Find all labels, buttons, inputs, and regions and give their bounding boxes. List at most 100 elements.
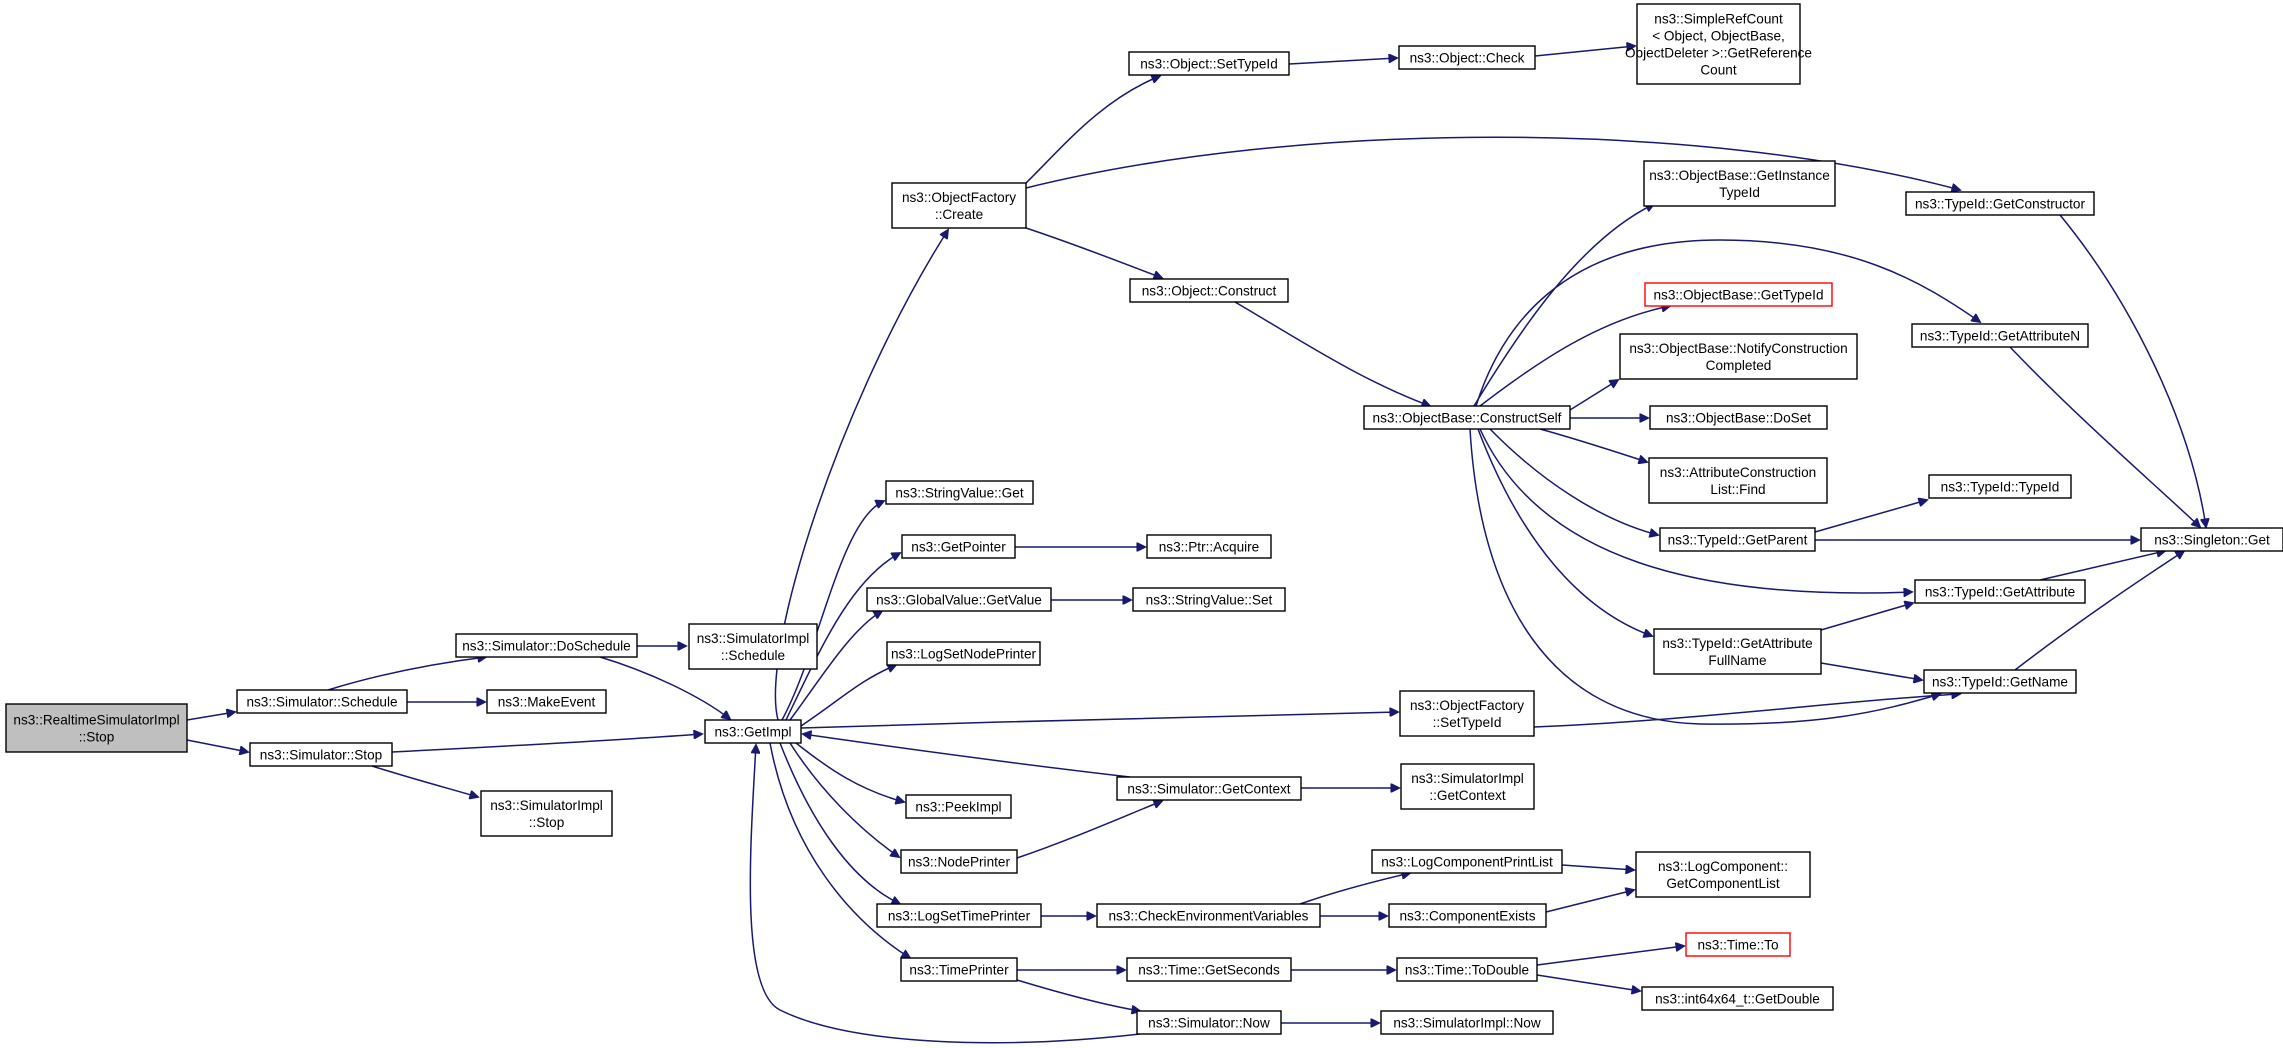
node-label-line: ::SetTypeId bbox=[1433, 715, 1502, 730]
node-label-line: ns3::Simulator::DoSchedule bbox=[462, 639, 631, 654]
node-time-todouble[interactable]: ns3::Time::ToDouble bbox=[1396, 957, 1538, 982]
node-schedule[interactable]: ns3::Simulator::Schedule bbox=[236, 689, 408, 714]
edge-getimpl-to-getpointer bbox=[785, 553, 900, 721]
node-getpointer[interactable]: ns3::GetPointer bbox=[901, 534, 1016, 559]
node-stop[interactable]: ns3::Simulator::Stop bbox=[249, 742, 393, 767]
node-box bbox=[1371, 849, 1563, 874]
edge-root-to-schedule bbox=[186, 712, 235, 721]
node-simimpl-getcontext[interactable]: ns3::SimulatorImpl::GetContext bbox=[1400, 763, 1535, 810]
edge-objfactory_create-to-object_construct bbox=[1025, 227, 1162, 278]
node-sim-now[interactable]: ns3::Simulator::Now bbox=[1136, 1010, 1282, 1035]
node-ptr-acquire[interactable]: ns3::Ptr::Acquire bbox=[1146, 534, 1272, 559]
edge-typeid_getattributefullname-to-typeid_getname bbox=[1820, 662, 1922, 680]
node-label-line: ::Stop bbox=[529, 815, 565, 830]
node-box bbox=[905, 794, 1012, 819]
edge-componentexists-to-logcomponent_getlist bbox=[1545, 890, 1634, 913]
edge-logcomponentprintlist-to-logcomponent_getlist bbox=[1561, 864, 1634, 870]
node-stringvalue-get[interactable]: ns3::StringValue::Get bbox=[885, 480, 1034, 505]
node-label-line: ns3::SimpleRefCount bbox=[1654, 12, 1783, 27]
node-root[interactable]: ns3::RealtimeSimulatorImpl::Stop bbox=[5, 703, 188, 753]
node-logsettimeprinter[interactable]: ns3::LogSetTimePrinter bbox=[876, 903, 1042, 928]
node-objfactory-create[interactable]: ns3::ObjectFactory::Create bbox=[891, 182, 1027, 229]
node-int64x64-getdouble[interactable]: ns3::int64x64_t::GetDouble bbox=[1641, 986, 1834, 1011]
node-label-line: ns3::TypeId::TypeId bbox=[1941, 480, 2060, 495]
node-simplerefcount[interactable]: ns3::SimpleRefCount< Object, ObjectBase,… bbox=[1625, 3, 1812, 85]
node-box bbox=[1136, 1010, 1282, 1035]
node-makeevent[interactable]: ns3::MakeEvent bbox=[486, 689, 607, 714]
node-object-check[interactable]: ns3::Object::Check bbox=[1398, 45, 1536, 70]
node-label-line: ns3::TimePrinter bbox=[909, 963, 1009, 978]
edge-typeid_getname-to-singleton_get bbox=[2014, 551, 2184, 671]
node-checkenv[interactable]: ns3::CheckEnvironmentVariables bbox=[1096, 903, 1321, 928]
node-label-line: ns3::TypeId::GetConstructor bbox=[1915, 197, 2085, 212]
node-box bbox=[236, 689, 408, 714]
node-logcomponent-getlist[interactable]: ns3::LogComponent::GetComponentList bbox=[1635, 851, 1811, 898]
node-label-line: Completed bbox=[1706, 358, 1772, 373]
node-label-line: ns3::TypeId::GetParent bbox=[1668, 533, 1808, 548]
node-nodeprinter[interactable]: ns3::NodePrinter bbox=[900, 849, 1018, 874]
node-ob-gettypeid[interactable]: ns3::ObjectBase::GetTypeId bbox=[1644, 282, 1833, 307]
node-logcomponentprintlist[interactable]: ns3::LogComponentPrintList bbox=[1371, 849, 1563, 874]
node-label-line: ::GetContext bbox=[1429, 788, 1506, 803]
node-box bbox=[1146, 534, 1272, 559]
node-box bbox=[1636, 3, 1801, 85]
node-time-to[interactable]: ns3::Time::To bbox=[1685, 932, 1791, 957]
node-box bbox=[1400, 763, 1535, 810]
node-getimpl[interactable]: ns3::GetImpl bbox=[704, 719, 802, 744]
node-ob-doset[interactable]: ns3::ObjectBase::DoSet bbox=[1649, 405, 1828, 430]
node-label-line: ns3::SimulatorImpl bbox=[490, 798, 603, 813]
node-label-line: ns3::Simulator::Now bbox=[1148, 1016, 1270, 1031]
edge-stop-to-getimpl bbox=[391, 734, 702, 753]
edge-typeid_getconstructor-to-singleton_get bbox=[2059, 214, 2206, 527]
node-object-construct[interactable]: ns3::Object::Construct bbox=[1129, 278, 1289, 303]
node-typeid-getparent[interactable]: ns3::TypeId::GetParent bbox=[1659, 527, 1816, 552]
node-box bbox=[1129, 278, 1289, 303]
node-stringvalue-set[interactable]: ns3::StringValue::Set bbox=[1132, 587, 1286, 612]
node-typeid-getconstructor[interactable]: ns3::TypeId::GetConstructor bbox=[1905, 191, 2095, 216]
node-box bbox=[1380, 1010, 1554, 1035]
node-peekimpl[interactable]: ns3::PeekImpl bbox=[905, 794, 1012, 819]
node-notifyconstruction[interactable]: ns3::ObjectBase::NotifyConstructionCompl… bbox=[1619, 333, 1858, 380]
node-box bbox=[1928, 474, 2072, 499]
edge-getimpl-to-nodeprinter bbox=[789, 742, 899, 857]
node-typeid-getattribute[interactable]: ns3::TypeId::GetAttribute bbox=[1914, 579, 2086, 604]
edge-getimpl-to-stringvalue_get bbox=[781, 501, 884, 721]
node-typeid-getname[interactable]: ns3::TypeId::GetName bbox=[1923, 669, 2077, 694]
node-label-line: ns3::ObjectBase::NotifyConstruction bbox=[1629, 341, 1847, 356]
edge-constructself-to-notifyconstruction bbox=[1569, 380, 1618, 411]
edge-constructself-to-typeid_getparent bbox=[1489, 428, 1658, 535]
node-singleton-get[interactable]: ns3::Singleton::Get bbox=[2140, 527, 2283, 552]
edge-schedule-to-doschedule bbox=[327, 657, 486, 691]
node-sim-getcontext[interactable]: ns3::Simulator::GetContext bbox=[1116, 776, 1302, 801]
node-simimpl-schedule[interactable]: ns3::SimulatorImpl::Schedule bbox=[688, 623, 818, 670]
node-label-line: ns3::LogComponent:: bbox=[1658, 859, 1788, 874]
node-label-line: ::Schedule bbox=[721, 648, 785, 663]
node-objfactory-settypeid[interactable]: ns3::ObjectFactory::SetTypeId bbox=[1399, 690, 1535, 737]
node-label-line: ns3::ObjectBase::ConstructSelf bbox=[1373, 411, 1562, 426]
node-globalvalue-getvalue[interactable]: ns3::GlobalValue::GetValue bbox=[866, 587, 1052, 612]
node-label-line: ns3::NodePrinter bbox=[908, 855, 1010, 870]
node-typeid-getattributen[interactable]: ns3::TypeId::GetAttributeN bbox=[1911, 323, 2089, 348]
node-simimpl-stop[interactable]: ns3::SimulatorImpl::Stop bbox=[480, 790, 613, 837]
node-logsetnodeprinter[interactable]: ns3::LogSetNodePrinter bbox=[886, 641, 1041, 666]
node-simimpl-now[interactable]: ns3::SimulatorImpl::Now bbox=[1380, 1010, 1554, 1035]
node-typeid-typeid[interactable]: ns3::TypeId::TypeId bbox=[1928, 474, 2072, 499]
node-constructself[interactable]: ns3::ObjectBase::ConstructSelf bbox=[1363, 405, 1571, 430]
node-label-line: ns3::Object::Construct bbox=[1142, 284, 1277, 299]
node-label-line: ns3::TypeId::GetName bbox=[1932, 675, 2068, 690]
edge-object_settypeid-to-object_check bbox=[1288, 58, 1397, 65]
edge-nodeprinter-to-sim_getcontext bbox=[1016, 801, 1162, 859]
node-label-line: < Object, ObjectBase, bbox=[1652, 29, 1785, 44]
node-box bbox=[704, 719, 802, 744]
node-time-getseconds[interactable]: ns3::Time::GetSeconds bbox=[1126, 957, 1292, 982]
node-object-settypeid[interactable]: ns3::Object::SetTypeId bbox=[1128, 51, 1290, 76]
node-componentexists[interactable]: ns3::ComponentExists bbox=[1388, 903, 1547, 928]
node-label-line: ns3::Simulator::GetContext bbox=[1127, 782, 1290, 797]
node-doschedule[interactable]: ns3::Simulator::DoSchedule bbox=[455, 633, 638, 658]
node-timeprinter[interactable]: ns3::TimePrinter bbox=[900, 957, 1018, 982]
node-box bbox=[866, 587, 1052, 612]
